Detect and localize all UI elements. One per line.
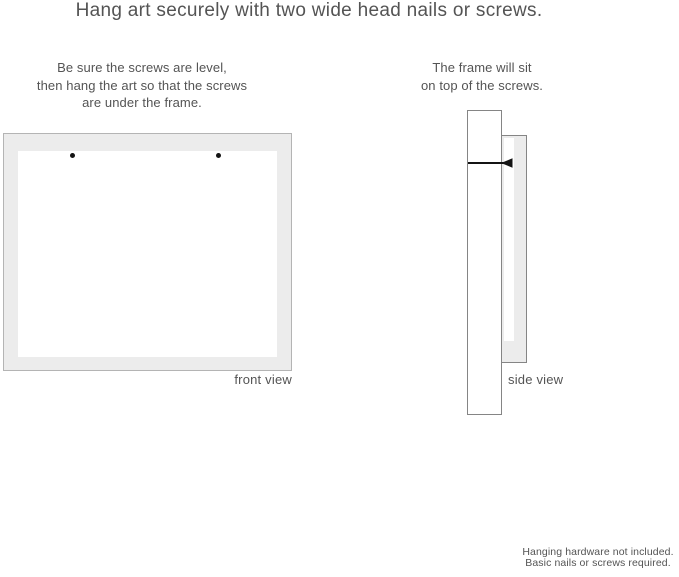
footnote-line: Basic nails or screws required.: [525, 556, 671, 569]
side-view-art-edge: [504, 138, 514, 341]
front-view-frame: [3, 133, 292, 371]
front-view-instructions: Be sure the screws are level, then hang …: [0, 59, 284, 112]
page-title: Hang art securely with two wide head nai…: [75, 0, 543, 21]
front-view-art-area: [18, 151, 277, 357]
front-view-caption: front view: [234, 372, 292, 387]
instruction-line: are under the frame.: [82, 95, 202, 110]
footnote-line: Hanging hardware not included.: [522, 546, 674, 558]
instruction-line: The frame will sit: [432, 60, 532, 75]
side-view-wall: [467, 110, 502, 415]
side-view-instructions: The frame will sit on top of the screws.: [383, 59, 581, 94]
screw-dot-right: [216, 153, 221, 158]
nail-icon: [468, 158, 513, 168]
side-view-caption: side view: [508, 372, 564, 387]
instruction-line: on top of the screws.: [420, 77, 544, 93]
instruction-line: then hang the art so that the screws: [36, 77, 248, 93]
screw-dot-left: [70, 153, 75, 158]
footnote: Hanging hardware not included. Basic nai…: [499, 547, 679, 569]
instruction-line: Be sure the screws are level,: [57, 60, 227, 75]
